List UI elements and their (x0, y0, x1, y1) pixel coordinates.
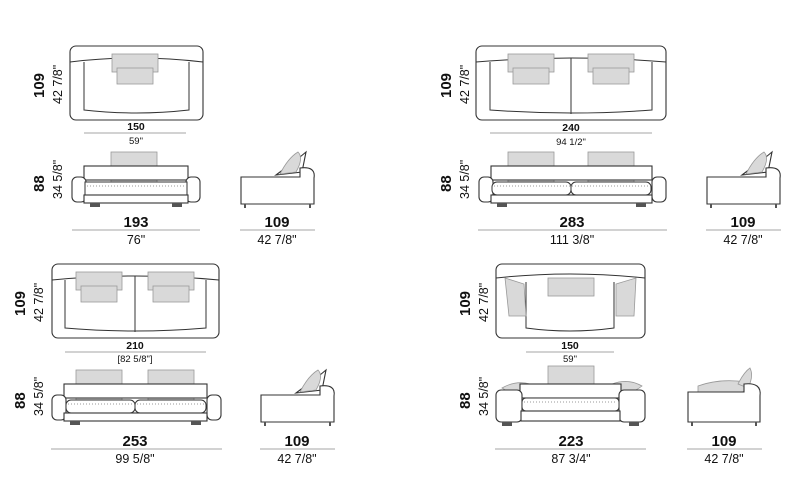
model-1-front-width-cm: 193 (123, 214, 148, 231)
model-4-side-depth-in: 42 7/8" (704, 452, 743, 466)
model-1-front-view (71, 151, 201, 231)
model-3-front-height-cm: 88 (12, 392, 29, 409)
model-1-side-view (240, 150, 315, 231)
model-3-front-width-cm: 253 (122, 433, 147, 450)
model-3-front-height-in: 34 5/8" (32, 377, 46, 416)
model-1-side-depth-in: 42 7/8" (257, 233, 296, 247)
model-3-plan-width-in: [82 5/8"] (117, 354, 152, 365)
model-4-side-view (687, 367, 762, 450)
model-3-plan-depth-cm: 109 (12, 291, 29, 316)
model-4-front-view (495, 365, 646, 450)
model-2-front-height-in: 34 5/8" (458, 160, 472, 199)
model-4-plan-depth-cm: 109 (457, 291, 474, 316)
model-1-plan-depth-in: 42 7/8" (51, 65, 65, 104)
model-3: 109 42 7/8" 210 [82 5/8"] 88 34 5/8" 253… (12, 263, 335, 466)
model-2-plan-width-in: 94 1/2" (556, 137, 586, 148)
model-2-plan-width-cm: 240 (562, 122, 580, 134)
model-3-front-width-in: 99 5/8" (115, 452, 154, 466)
model-2-front-width-in: 111 3/8" (550, 233, 594, 247)
model-1-plan-width-in: 59" (129, 136, 143, 147)
model-3-side-view (260, 368, 335, 450)
model-4-front-width-in: 87 3/4" (551, 452, 590, 466)
model-1-plan-depth-cm: 109 (31, 73, 48, 98)
model-3-plan-width-cm: 210 (126, 340, 144, 352)
model-2-plan-depth-cm: 109 (438, 73, 455, 98)
model-2-front-view (478, 151, 667, 231)
model-3-front-view (51, 369, 222, 450)
model-2-front-width-cm: 283 (559, 214, 584, 231)
model-2-front-height-cm: 88 (438, 175, 455, 192)
model-1-front-height-in: 34 5/8" (51, 160, 65, 199)
model-1-plan-view (69, 45, 204, 134)
model-1-plan-width-cm: 150 (127, 121, 145, 133)
model-4-front-width-cm: 223 (558, 433, 583, 450)
model-1-side-depth-cm: 109 (264, 214, 289, 231)
model-4-plan-width-in: 59" (563, 354, 577, 365)
model-2-side-depth-in: 42 7/8" (723, 233, 762, 247)
model-4-front-height-cm: 88 (457, 392, 474, 409)
model-2-side-view (706, 150, 781, 231)
model-4-plan-width-cm: 150 (561, 340, 579, 352)
model-1-front-width-in: 76" (127, 233, 145, 247)
model-2: 109 42 7/8" 240 94 1/2" 88 34 5/8" 283 1… (438, 45, 781, 247)
model-3-side-depth-cm: 109 (284, 433, 309, 450)
model-4-plan-depth-in: 42 7/8" (477, 283, 491, 322)
model-4: 109 42 7/8" 150 59" 88 34 5/8" 223 87 3/… (457, 263, 762, 466)
model-3-side-depth-in: 42 7/8" (277, 452, 316, 466)
model-1-front-height-cm: 88 (31, 175, 48, 192)
model-4-plan-view (495, 263, 646, 353)
model-4-side-depth-cm: 109 (711, 433, 736, 450)
model-4-front-height-in: 34 5/8" (477, 377, 491, 416)
model-3-plan-view (51, 263, 220, 353)
model-2-plan-depth-in: 42 7/8" (458, 65, 472, 104)
model-3-plan-depth-in: 42 7/8" (32, 283, 46, 322)
model-2-side-depth-cm: 109 (730, 214, 755, 231)
model-1: 109 42 7/8" 150 59" 88 34 5/8" 193 76" (31, 45, 315, 247)
model-2-plan-view (475, 45, 667, 134)
